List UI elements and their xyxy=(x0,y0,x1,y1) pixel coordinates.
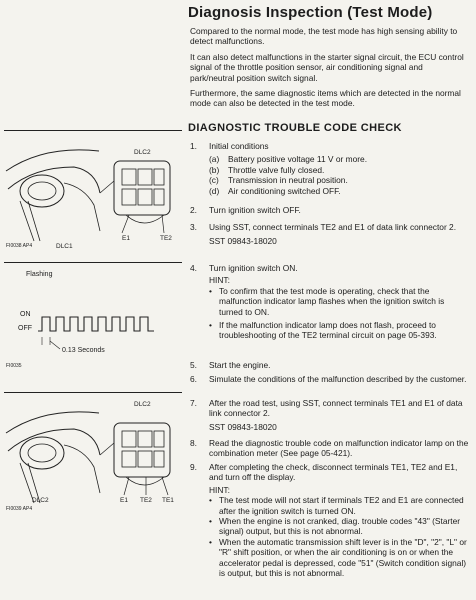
dlc2-label: DLC2 xyxy=(134,401,151,408)
step-text: Using SST, connect terminals TE2 and E1 … xyxy=(209,222,457,232)
step-7: 7. After the road test, using SST, connec… xyxy=(190,398,470,432)
off-label: OFF xyxy=(18,325,32,332)
step-text: Start the engine. xyxy=(209,360,271,370)
step-text: After completing the check, disconnect t… xyxy=(209,462,458,483)
e1-label: E1 xyxy=(122,235,130,242)
step-number: 9. xyxy=(190,462,197,472)
sub-text: Battery positive voltage 11 V or more. xyxy=(228,154,368,165)
te2-label: TE2 xyxy=(160,235,172,242)
section-title: DIAGNOSTIC TROUBLE CODE CHECK xyxy=(188,122,402,134)
step-1: 1. Initial conditions (a) Battery positive… xyxy=(190,141,470,196)
sst-code: SST 09843-18020 xyxy=(209,236,277,247)
sub-label: (d) xyxy=(209,185,220,196)
step-text: Read the diagnostic trouble code on malf… xyxy=(209,438,469,459)
te1-label: TE1 xyxy=(162,497,174,504)
hint-bullet: If the malfunction indicator lamp does n… xyxy=(219,320,437,341)
sub-text: Throttle valve fully closed. xyxy=(228,164,325,175)
step-9: 9. After completing the check, disconnect… xyxy=(190,462,470,578)
step-text: Simulate the conditions of the malfuncti… xyxy=(209,374,467,384)
intro-paragraph-1: Compared to the normal mode, the test mo… xyxy=(190,26,458,47)
intro-paragraph-3: Furthermore, the same diagnostic items w… xyxy=(190,88,461,109)
te2-label: TE2 xyxy=(140,497,152,504)
figure-flashing-pattern: Flashing ON OFF 0.13 Seconds FI0035 xyxy=(4,262,182,371)
step-3: 3. Using SST, connect terminals TE2 and E… xyxy=(190,222,470,247)
dlc2-label: DLC2 xyxy=(134,149,151,156)
flash-waveform xyxy=(38,316,154,350)
figure-code: FI0035 xyxy=(6,363,22,369)
step-number: 7. xyxy=(190,398,197,408)
step-5: 5. Start the engine. xyxy=(190,360,470,370)
sub-label: (c) xyxy=(209,175,219,186)
hint-bullet: To confirm that the test mode is operati… xyxy=(219,285,445,317)
dlc1-label: DLC1 xyxy=(56,243,73,250)
step-number: 3. xyxy=(190,222,197,232)
on-label: ON xyxy=(20,311,31,318)
figure-code: FI0039 AP4 xyxy=(6,506,33,512)
step-text: Turn ignition switch OFF. xyxy=(209,205,301,215)
sub-label: (a) xyxy=(209,154,220,165)
sub-text: Transmission in neutral position. xyxy=(228,175,348,186)
hint-label: HINT: xyxy=(209,275,230,286)
step-text: Turn ignition switch ON. xyxy=(209,263,298,273)
dlc-label: DLC2 xyxy=(32,497,49,504)
step-number: 5. xyxy=(190,360,197,370)
page-title: Diagnosis Inspection (Test Mode) xyxy=(188,4,433,21)
hint-label: HINT: xyxy=(209,484,230,495)
figure-code: FI0038 AP4 xyxy=(6,243,33,249)
timing-caption: 0.13 Seconds xyxy=(62,347,105,354)
dashboard-diagram xyxy=(5,411,171,504)
dashboard-diagram xyxy=(5,149,171,242)
intro-paragraph-2: It can also detect malfunctions in the s… xyxy=(190,52,464,83)
step-6: 6. Simulate the conditions of the malfunc… xyxy=(190,374,470,384)
hint-bullet: When the automatic transmission shift le… xyxy=(219,536,467,579)
sub-label: (b) xyxy=(209,164,220,175)
step-2: 2. Turn ignition switch OFF. xyxy=(190,205,470,215)
sub-text: Air conditioning switched OFF. xyxy=(228,185,341,196)
step-number: 4. xyxy=(190,263,197,273)
step-number: 2. xyxy=(190,205,197,215)
step-number: 1. xyxy=(190,141,197,151)
hint-bullet: When the engine is not cranked, diag. tr… xyxy=(219,516,461,537)
hint-bullet: The test mode will not start if terminal… xyxy=(219,495,464,516)
step-number: 6. xyxy=(190,374,197,384)
figure-dlc2-te2: DLC2 DLC1 E1 TE2 FI0038 AP4 xyxy=(4,130,182,251)
figure-dlc2-te1: DLC2 DLC2 E1 TE2 TE1 FI0039 AP4 xyxy=(4,392,182,513)
flashing-title: Flashing xyxy=(26,271,53,278)
step-4: 4.Turn ignition switch ON. HINT: •To con… xyxy=(190,263,470,341)
step-text: Initial conditions xyxy=(209,141,269,151)
step-8: 8. Read the diagnostic trouble code on ma… xyxy=(190,438,470,459)
step-text: After the road test, using SST, connect … xyxy=(209,398,463,419)
step-number: 8. xyxy=(190,438,197,448)
e1-label: E1 xyxy=(120,497,128,504)
sst-code: SST 09843-18020 xyxy=(209,421,277,432)
